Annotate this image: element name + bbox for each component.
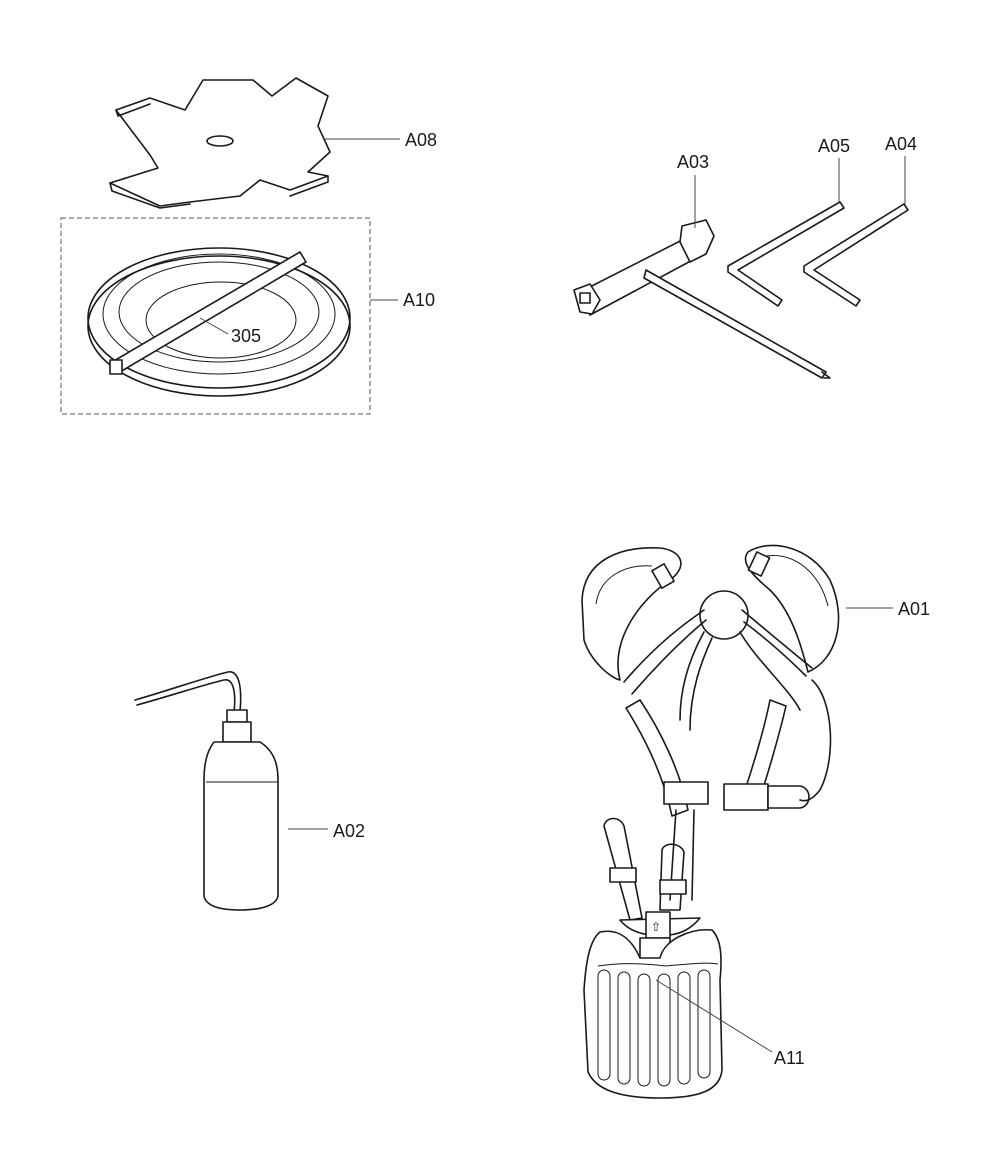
box-wrench-a03: A03: [573, 152, 831, 379]
label-a03: A03: [677, 152, 709, 172]
label-a01: A01: [898, 599, 930, 619]
label-a10: A10: [403, 290, 435, 310]
label-a05: A05: [818, 136, 850, 156]
label-a04: A04: [885, 134, 917, 154]
up-arrow-icon: ⇧: [651, 920, 661, 934]
label-a08: A08: [405, 130, 437, 150]
guard-kit-a10: 305 A10: [60, 217, 435, 415]
oil-bottle-a02: A02: [134, 671, 365, 911]
label-305: 305: [231, 326, 261, 346]
label-a02: A02: [333, 821, 365, 841]
blade-a08: A08: [109, 77, 437, 209]
harness-a01: ⇧ A01 A11: [581, 544, 930, 1099]
hex-wrench-a05: A05: [727, 136, 850, 307]
hex-wrench-a04: A04: [803, 134, 917, 307]
hip-pad-ribs: [597, 969, 711, 1087]
label-a11: A11: [774, 1048, 805, 1068]
kit-boundary: [60, 217, 371, 415]
